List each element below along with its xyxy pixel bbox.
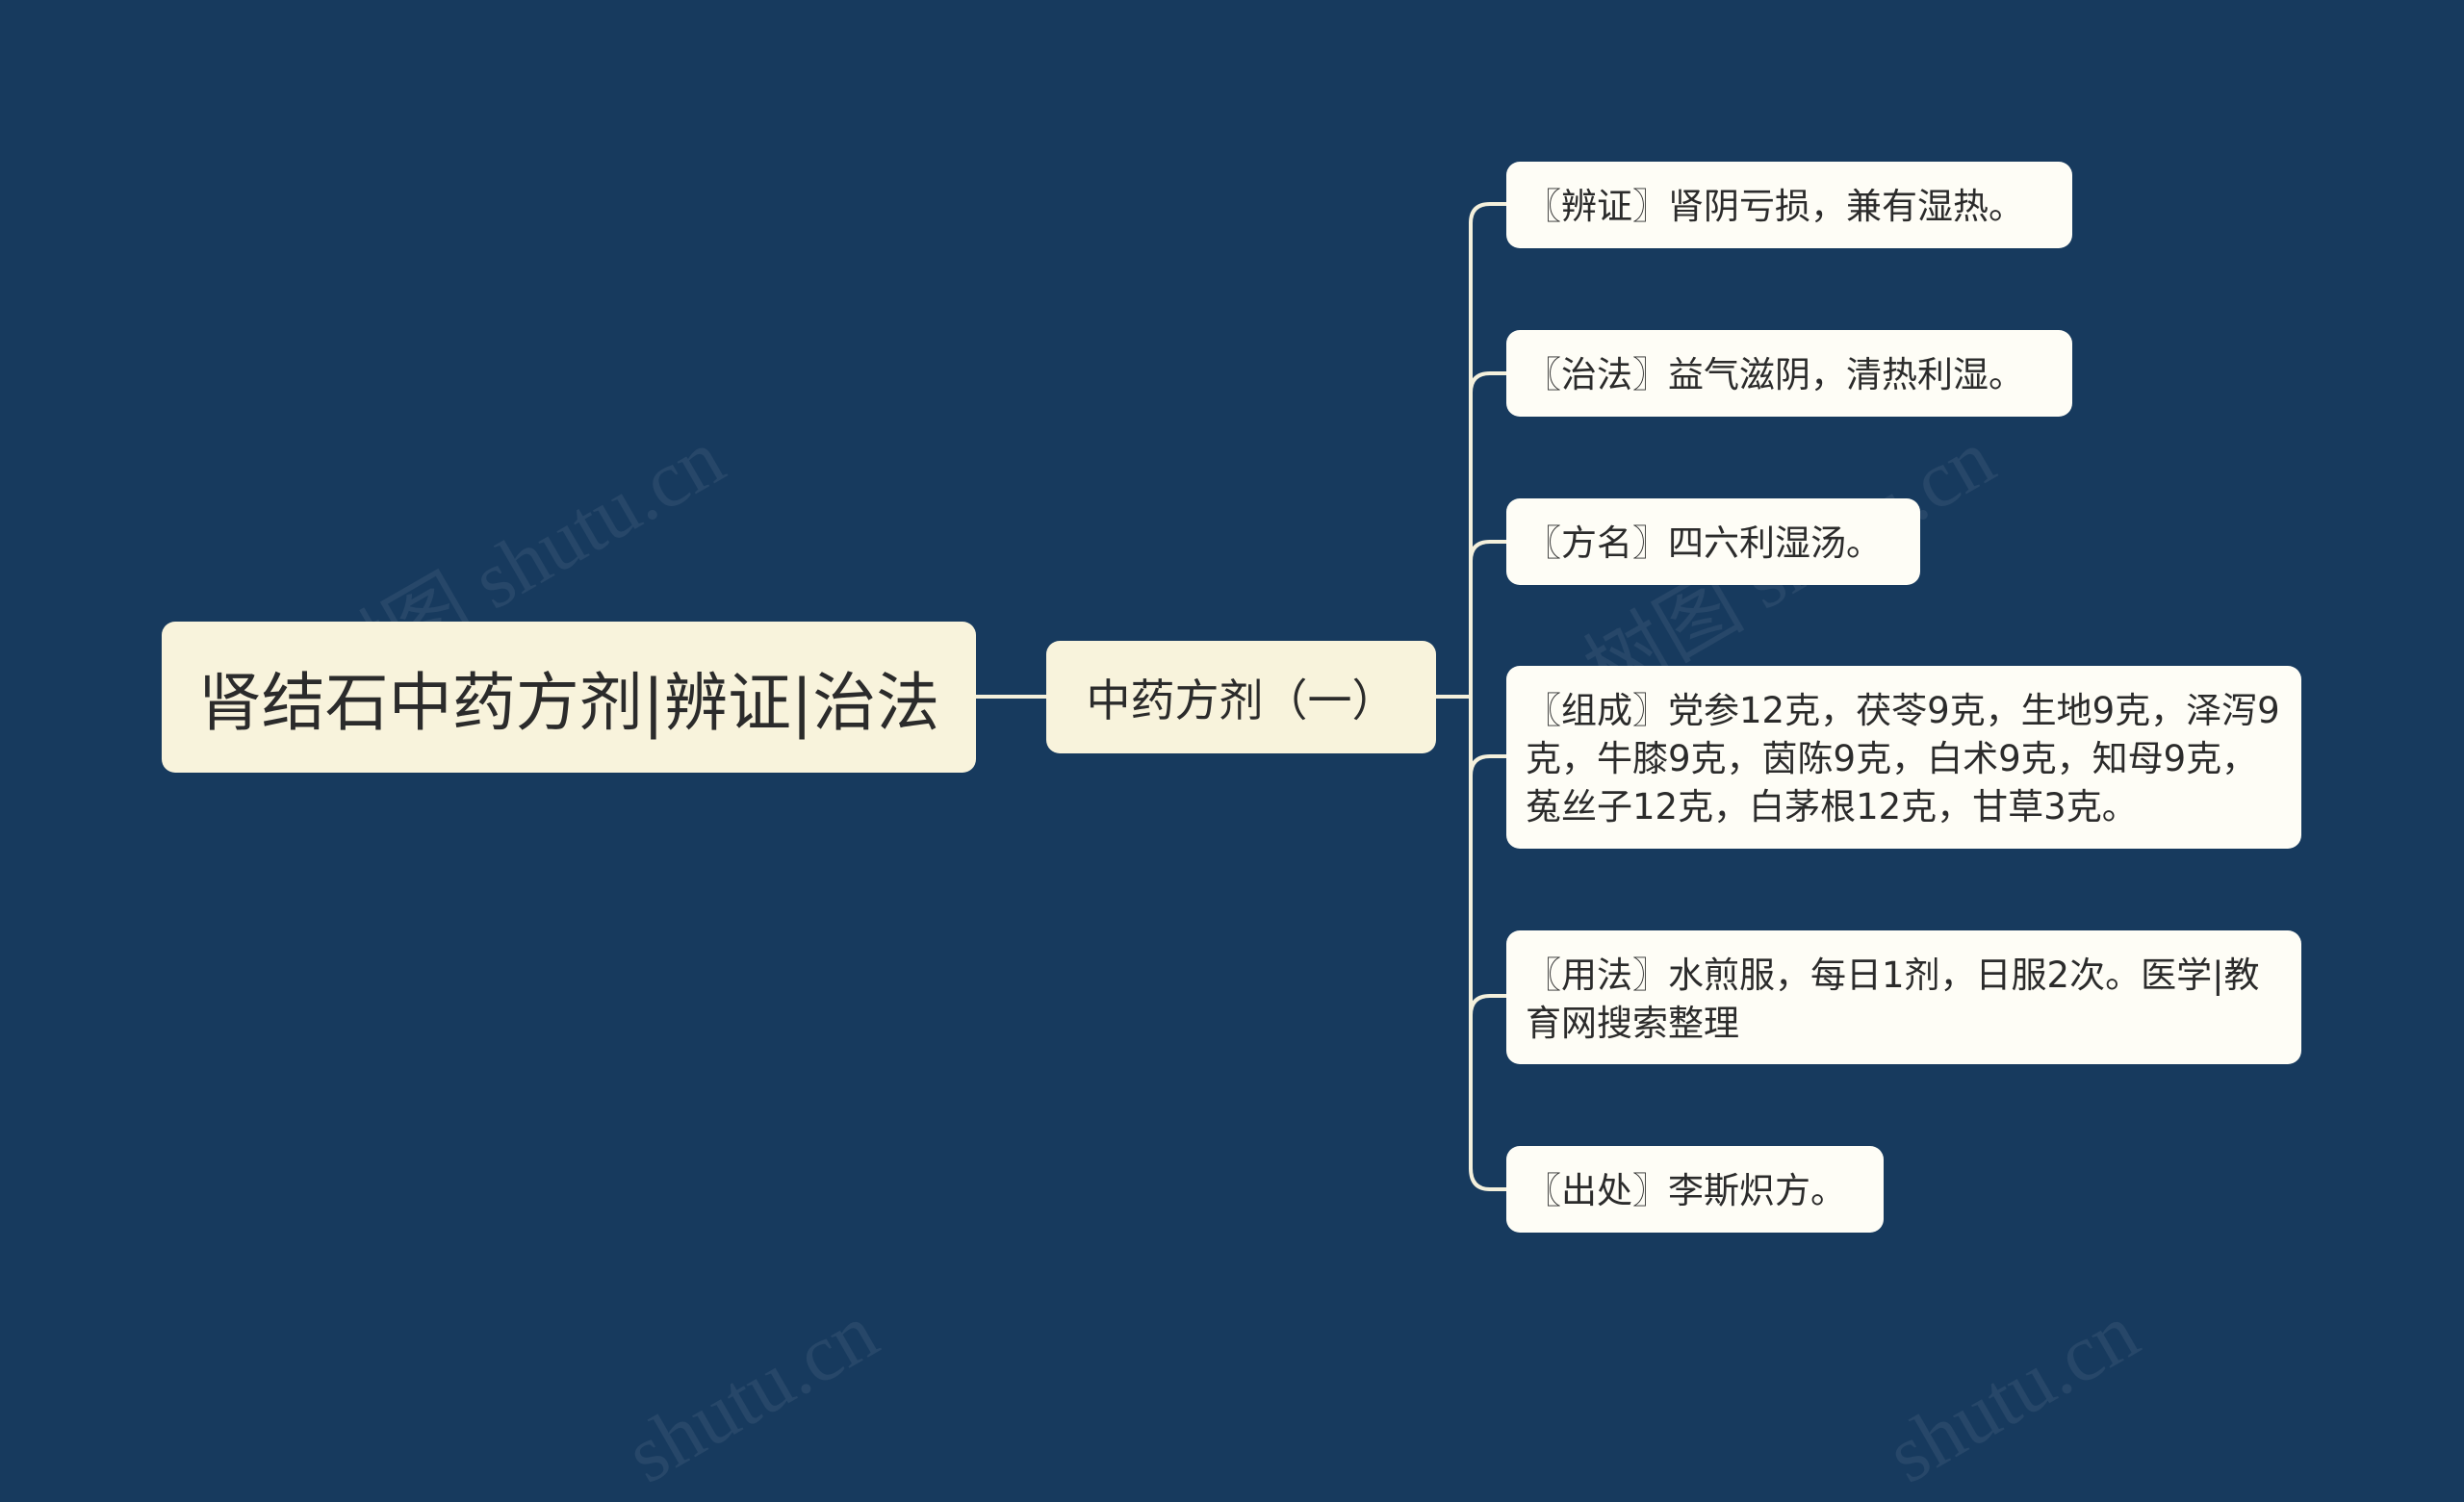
leaf-connector [1469,1166,1508,1191]
leaf-node-bianzheng[interactable]: 〖辨证〗肾阴亏损，兼有湿热。 [1506,162,2072,248]
leaf-node-label: 〖治法〗益气滋阴，清热利湿。 [1526,354,2024,395]
leaf-connector [1469,754,1508,777]
leaf-node-chuchu[interactable]: 〖出处〗李斯炽方。 [1506,1146,1884,1233]
leaf-node-label: 〖组成〗党参12克，茯苓9克，生地9克，泽泻9克，牛膝9克，茵陈9克，白术9克，… [1526,690,2280,827]
leaf-node-zucheng[interactable]: 〖组成〗党参12克，茯苓9克，生地9克，泽泻9克，牛膝9克，茵陈9克，白术9克，… [1506,666,2301,849]
leaf-node-label: 〖用法〗水煎服，每日1剂，日服2次。医学|教育网搜索整理 [1526,955,2260,1044]
connector-lines [974,202,1508,1191]
leaf-connector [1469,994,1508,1017]
leaf-node-yongfa[interactable]: 〖用法〗水煎服，每日1剂，日服2次。医学|教育网搜索整理 [1506,930,2301,1064]
root-node-label: 肾结石中药方剂|辨证|治法 [197,665,940,740]
branch-node[interactable]: 中药方剂（一） [1046,641,1436,753]
leaf-node-label: 〖方名〗四六利湿汤。 [1526,522,1882,564]
leaf-node-zhifa[interactable]: 〖治法〗益气滋阴，清热利湿。 [1506,330,2072,417]
leaf-node-fangming[interactable]: 〖方名〗四六利湿汤。 [1506,498,1920,585]
leaf-connector [1469,371,1508,395]
leaf-node-label: 〖辨证〗肾阴亏损，兼有湿热。 [1526,186,2024,227]
root-node[interactable]: 肾结石中药方剂|辨证|治法 [162,622,976,773]
branch-node-label: 中药方剂（一） [1086,674,1397,726]
leaf-node-label: 〖出处〗李斯炽方。 [1526,1170,1846,1211]
leaf-connector [1469,540,1508,563]
leaf-connector [1469,202,1508,225]
